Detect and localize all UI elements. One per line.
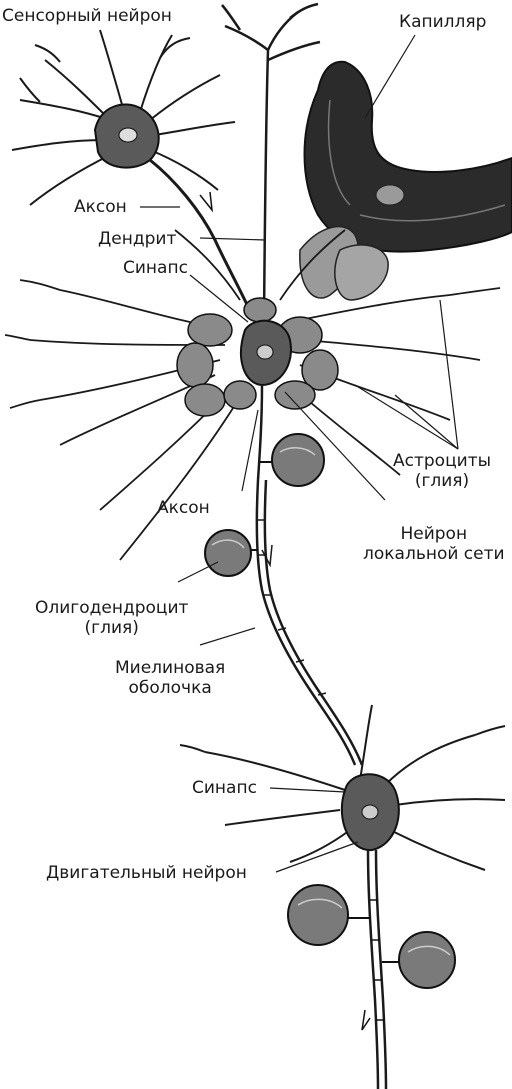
local-neuron-cluster [5,230,500,560]
label-axon-mid: Аксон [157,498,210,518]
capillary [305,62,512,252]
label-dendrite: Дендрит [98,229,176,249]
label-local-neuron: Нейрон локальной сети [363,524,505,564]
label-sensory-neuron: Сенсорный нейрон [2,6,172,26]
label-motor-neuron: Двигательный нейрон [46,863,247,883]
label-axon-top: Аксон [74,197,127,217]
label-astrocytes: Астроциты (глия) [393,451,491,491]
label-myelin-sheath: Миелиновая оболочка [115,658,225,698]
label-oligodendrocyte: Олигодендроцит (глия) [35,598,188,638]
label-synapse-bottom: Синапс [192,778,257,798]
label-capillary: Капилляр [399,12,486,32]
label-synapse-top: Синапс [123,258,188,278]
